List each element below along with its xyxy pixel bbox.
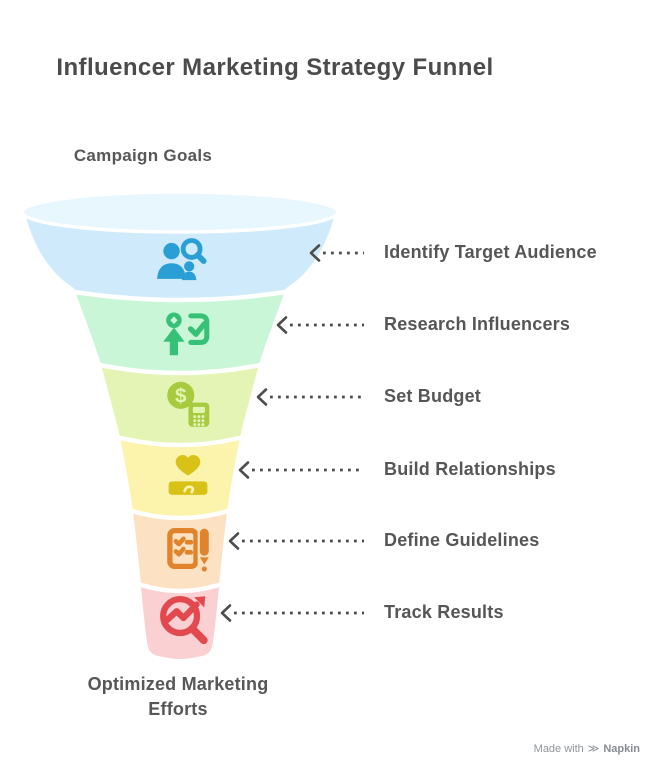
heart-handshake-icon — [168, 455, 208, 495]
arrow-define-guidelines — [228, 532, 364, 550]
person-search-icon — [157, 238, 207, 281]
watermark-prefix: Made with — [533, 742, 584, 755]
stage-label: Research Influencers — [384, 314, 571, 334]
arrow-track-results — [220, 604, 364, 622]
arrow-identify-target-audience — [309, 244, 364, 262]
funnel-bottom-label: Optimized Marketing Efforts — [87, 674, 269, 719]
person-check-icon — [163, 312, 210, 356]
funnel-rim — [20, 190, 340, 234]
stage-label: Identify Target Audience — [384, 242, 597, 262]
checklist-pen-icon — [167, 527, 211, 572]
stage-label: Set Budget — [384, 386, 482, 406]
svg-text:$: $ — [175, 384, 187, 407]
money-calculator-icon: $ — [167, 381, 210, 427]
search-trend-icon — [160, 596, 208, 645]
napkin-logo-icon: ≫ — [587, 743, 600, 755]
page-title: Influencer Marketing Strategy Funnel — [56, 54, 494, 81]
watermark: Made with ≫ Napkin — [533, 742, 640, 756]
arrow-build-relationships — [238, 461, 364, 479]
stage-label: Track Results — [384, 602, 504, 622]
arrow-set-budget — [256, 388, 364, 406]
arrow-research-influencers — [276, 316, 364, 334]
stage-label: Build Relationships — [384, 459, 556, 479]
stage-label: Define Guidelines — [384, 530, 540, 550]
funnel-top-label: Campaign Goals — [73, 146, 213, 165]
watermark-brand: Napkin — [603, 742, 640, 755]
